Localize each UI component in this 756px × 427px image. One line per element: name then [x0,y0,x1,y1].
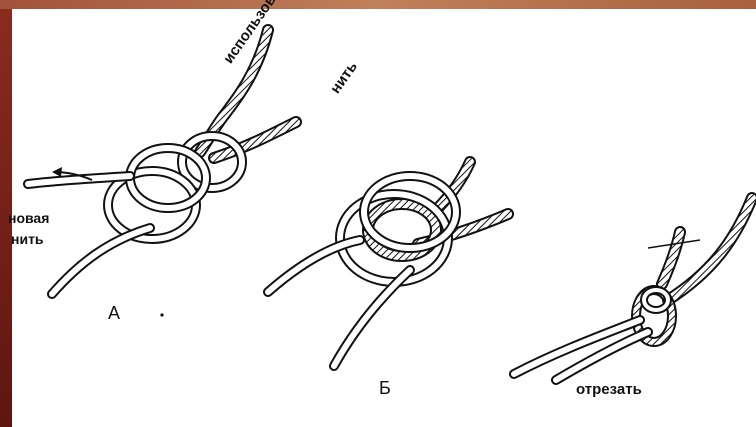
new-thread-label-line2: нить [11,231,44,247]
new-thread-bottom-a [52,228,150,294]
top-decor-band [0,0,756,9]
step-b-label: Б [379,378,391,399]
figure-c [514,198,752,380]
figure-a [28,30,296,294]
knot-diagram [12,9,756,427]
new-thread-label-line1: новая [8,210,49,226]
step-a-label: А [108,303,120,324]
figure-b [268,162,508,366]
diagram-panel: новая нить использованная нить А Б отрез… [12,9,756,427]
cut-label: отрезать [576,381,642,398]
